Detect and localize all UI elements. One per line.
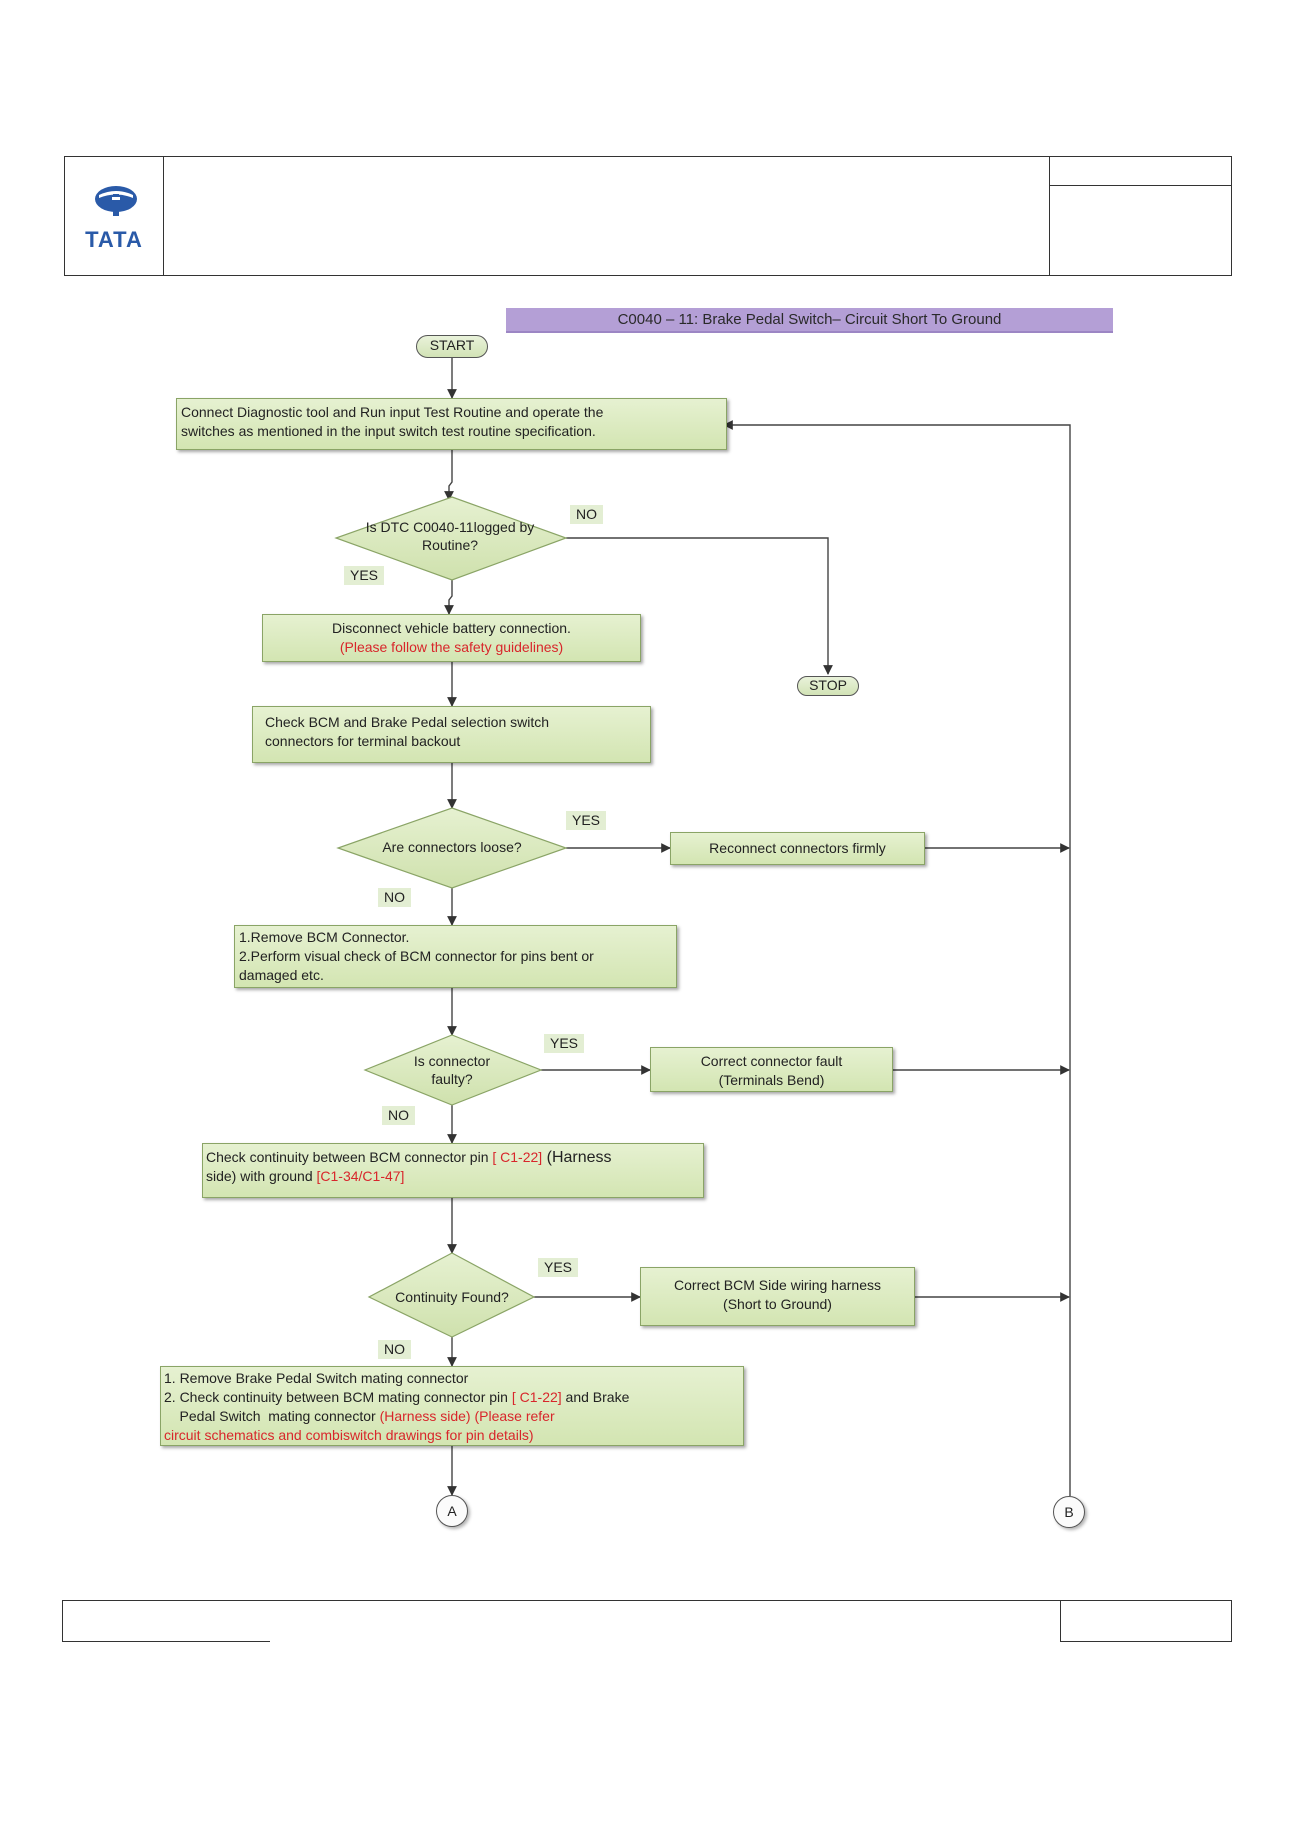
- decision-continuity-found: Continuity Found?: [395, 1289, 509, 1305]
- step3-line1: Check BCM and Brake Pedal selection swit…: [265, 714, 550, 730]
- decision1-shape: [334, 496, 568, 581]
- decision1-no-label: NO: [570, 505, 603, 524]
- step5-ground-pins: [C1-34/C1-47]: [316, 1168, 405, 1184]
- step-run-input-test: Connect Diagnostic tool and Run input Te…: [176, 398, 727, 450]
- step5-line2: side) with ground [C1-34/C1-47]: [206, 1168, 405, 1184]
- action-reconnect-connectors: Reconnect connectors firmly: [670, 832, 925, 865]
- step2-safety-note: (Please follow the safety guidelines): [339, 639, 564, 655]
- step6-line3: Pedal Switch mating connector (Harness s…: [164, 1408, 555, 1424]
- decision3-yes-label: YES: [544, 1034, 585, 1053]
- action4-line2: (Short to Ground): [723, 1296, 832, 1312]
- logo-text: TATA: [85, 227, 143, 252]
- action3-line2: (Terminals Bend): [718, 1072, 825, 1088]
- footer-right-cell: [1060, 1600, 1232, 1642]
- decision1-line2: Routine?: [421, 537, 479, 553]
- decision1-yes-label: YES: [344, 566, 385, 585]
- decision-dtc-logged: Is DTC C0040-11logged by Routine?: [346, 518, 554, 554]
- decision-connector-faulty: Is connector faulty?: [392, 1052, 512, 1088]
- action3-line1: Correct connector fault: [700, 1053, 843, 1069]
- step6-pin: [ C1-22]: [511, 1389, 562, 1405]
- footer-middle-rule: [270, 1600, 1061, 1642]
- step1-line1: Connect Diagnostic tool and Run input Te…: [181, 404, 604, 420]
- action-correct-connector-fault: Correct connector fault (Terminals Bend): [650, 1047, 893, 1092]
- step5-line1: Check continuity between BCM connector p…: [206, 1149, 612, 1166]
- decision4-shape: [367, 1252, 536, 1338]
- decision4-yes-label: YES: [538, 1258, 579, 1277]
- step-check-continuity-ground: Check continuity between BCM connector p…: [202, 1143, 704, 1198]
- step-check-terminal-backout: Check BCM and Brake Pedal selection swit…: [252, 706, 651, 763]
- step-remove-bcm-connector: 1.Remove BCM Connector. 2.Perform visual…: [234, 925, 677, 988]
- step6-line1: 1. Remove Brake Pedal Switch mating conn…: [164, 1370, 469, 1386]
- step4-line3: damaged etc.: [239, 967, 324, 983]
- footer-left-cell: [62, 1600, 271, 1642]
- decision2-no-label: NO: [378, 888, 411, 907]
- connector-b: B: [1053, 1496, 1085, 1528]
- action4-line1: Correct BCM Side wiring harness: [674, 1277, 881, 1293]
- decision3-line1: Is connector: [413, 1053, 491, 1069]
- tata-logo-icon: [95, 186, 137, 216]
- header-revision-cell: [1049, 185, 1232, 276]
- header-title-cell: [163, 156, 1050, 276]
- step-disconnect-battery: Disconnect vehicle battery connection. (…: [262, 614, 641, 662]
- header-doc-number-cell: [1049, 156, 1232, 186]
- header-logo-cell: TATA: [64, 156, 164, 276]
- decision2-shape: [336, 807, 568, 889]
- decision4-no-label: NO: [378, 1340, 411, 1359]
- step3-line2: connectors for terminal backout: [265, 733, 461, 749]
- decision3-no-label: NO: [382, 1106, 415, 1125]
- step6-line2: 2. Check continuity between BCM mating c…: [164, 1389, 630, 1405]
- step4-line1: 1.Remove BCM Connector.: [239, 929, 410, 945]
- connector-a: A: [436, 1495, 468, 1527]
- action-correct-bcm-harness: Correct BCM Side wiring harness (Short t…: [640, 1267, 915, 1326]
- step-remove-brake-pedal-connector: 1. Remove Brake Pedal Switch mating conn…: [160, 1366, 744, 1446]
- decision3-shape: [363, 1034, 543, 1106]
- step2-line1: Disconnect vehicle battery connection.: [332, 620, 571, 636]
- decision2-yes-label: YES: [566, 811, 607, 830]
- flowchart-title: C0040 – 11: Brake Pedal Switch– Circuit …: [506, 308, 1113, 333]
- step5-pin: [ C1-22]: [492, 1149, 543, 1165]
- step6-line4: circuit schematics and combiswitch drawi…: [164, 1427, 534, 1443]
- decision-connectors-loose: Are connectors loose?: [382, 839, 522, 855]
- stop-terminator: STOP: [797, 676, 859, 696]
- step4-line2: 2.Perform visual check of BCM connector …: [239, 948, 594, 964]
- start-terminator: START: [416, 335, 488, 358]
- step1-line2: switches as mentioned in the input switc…: [181, 423, 596, 439]
- decision1-line1: Is DTC C0040-11logged by: [365, 519, 535, 535]
- decision3-line2: faulty?: [431, 1071, 473, 1087]
